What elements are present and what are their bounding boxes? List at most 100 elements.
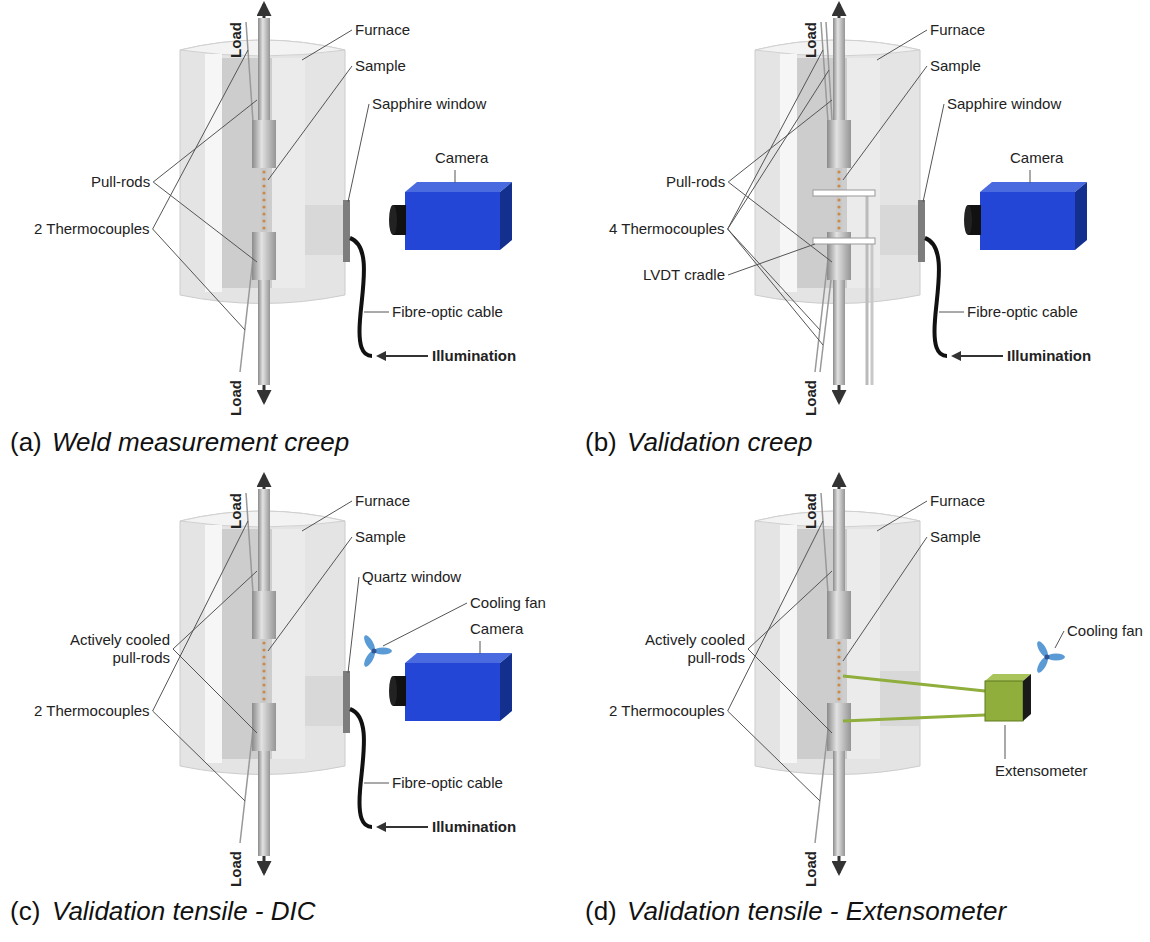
load-label: Load <box>802 493 820 529</box>
window-port <box>305 205 345 255</box>
speckle <box>837 198 840 201</box>
camera-body <box>980 192 1075 250</box>
speckle <box>262 226 265 229</box>
callout-label: Fibre-optic cable <box>392 774 503 792</box>
speckle <box>262 170 265 173</box>
pull-rod <box>258 280 270 385</box>
extensometer-rod <box>843 715 985 721</box>
thermocouple <box>240 250 254 372</box>
camera-side <box>500 182 512 250</box>
speckle <box>837 690 840 693</box>
fibre-optic-cable <box>925 238 947 356</box>
speckle <box>837 205 840 208</box>
fibre-optic-cable <box>350 709 372 827</box>
load-arrow <box>838 856 841 873</box>
furnace-bore <box>847 58 880 288</box>
leader-line <box>364 312 389 313</box>
lvdt-cradle <box>813 238 875 244</box>
panel-caption: Weld measurement creep <box>52 427 349 458</box>
callout-label: Sample <box>355 57 406 75</box>
leader-line <box>348 104 369 202</box>
speckle <box>837 641 840 644</box>
speckle <box>262 184 265 187</box>
speckle <box>837 170 840 173</box>
leader-line <box>153 711 245 801</box>
leader-line <box>153 182 257 262</box>
leader-line <box>877 30 927 60</box>
callout-label: 2 Thermocouples <box>34 702 150 720</box>
callout-label: Fibre-optic cable <box>967 303 1078 321</box>
thermocouple <box>815 721 829 843</box>
speckle <box>837 683 840 686</box>
callout-label: Camera <box>1010 149 1063 167</box>
leader-line <box>939 312 964 313</box>
grip <box>252 591 276 639</box>
callout-label: Fibre-optic cable <box>392 303 503 321</box>
panel-illustration <box>755 4 1087 402</box>
callout-label: Furnace <box>355 21 410 39</box>
leader-line <box>302 501 352 531</box>
fan-blade <box>362 634 377 653</box>
speckle <box>262 198 265 201</box>
speckle <box>262 177 265 180</box>
leader-line <box>302 30 352 60</box>
camera-lens <box>389 205 397 235</box>
load-arrow <box>263 385 266 402</box>
load-arrow <box>838 385 841 402</box>
panel-letter: (c) <box>10 896 40 927</box>
window-port <box>305 676 345 726</box>
speckle <box>837 212 840 215</box>
callout-label: 2 Thermocouples <box>34 220 150 238</box>
camera-body <box>405 192 500 250</box>
fan-blade <box>374 648 392 655</box>
panel-caption: Validation tensile - DIC <box>52 896 316 927</box>
load-arrow <box>263 856 266 873</box>
furnace-section <box>780 525 797 763</box>
leader-line <box>383 603 467 646</box>
camera-body <box>405 663 500 721</box>
sample <box>836 639 842 703</box>
panel-caption: Validation tensile - Extensometer <box>627 896 1006 927</box>
furnace-section <box>205 525 222 763</box>
extensometer-rod <box>843 676 985 691</box>
callout-label: 2 Thermocouples <box>609 702 725 720</box>
speckle <box>262 205 265 208</box>
load-label: Load <box>802 22 820 58</box>
window-plate <box>343 671 350 733</box>
load-label: Load <box>802 380 820 416</box>
callout-label: Furnace <box>930 492 985 510</box>
leader-line <box>728 70 829 229</box>
sample <box>836 168 842 232</box>
pull-rod <box>833 489 845 591</box>
callout-label: Quartz window <box>362 568 461 586</box>
leader-line <box>153 229 245 330</box>
camera-lens <box>389 676 397 706</box>
leader-line <box>728 100 832 182</box>
speckle <box>837 177 840 180</box>
callout-label: 4 Thermocouples <box>609 220 725 238</box>
speckle <box>262 648 265 651</box>
callout-label: Camera <box>435 149 488 167</box>
illumination-arrow <box>953 355 1003 357</box>
panel-caption: Validation creep <box>627 427 813 458</box>
grip <box>827 591 851 639</box>
fan-blade <box>362 649 377 668</box>
callout-label: Furnace <box>930 21 985 39</box>
leader-line <box>153 100 257 182</box>
callout-label: Illumination <box>432 818 516 836</box>
leader-line <box>1030 170 1031 183</box>
speckle <box>837 669 840 672</box>
callout-label: LVDT cradle <box>643 266 725 284</box>
speckle <box>262 669 265 672</box>
speckle <box>262 690 265 693</box>
load-arrow <box>263 475 266 489</box>
fan-blade <box>1035 640 1050 659</box>
leader-line <box>877 501 927 531</box>
speckle <box>262 219 265 222</box>
thermocouple <box>820 280 831 372</box>
fan-blade <box>1035 655 1050 674</box>
leader-line <box>455 170 456 183</box>
